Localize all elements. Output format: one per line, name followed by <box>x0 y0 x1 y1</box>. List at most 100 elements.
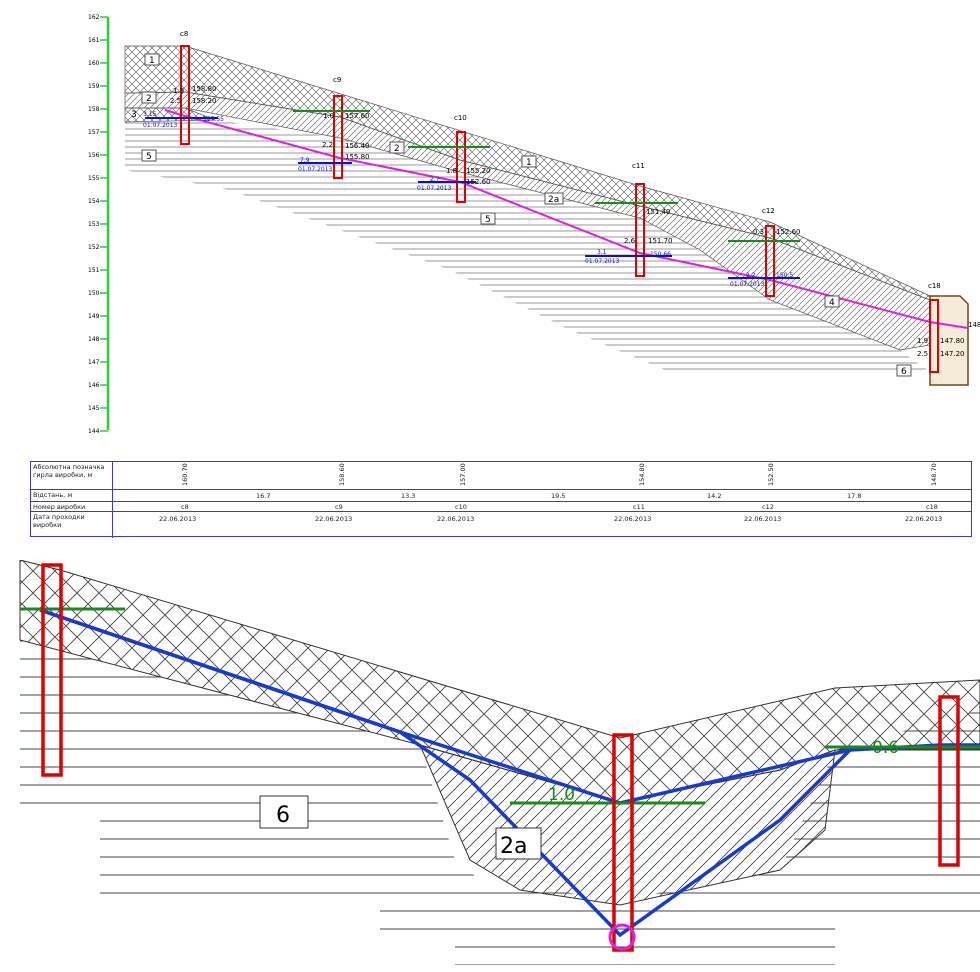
svg-text:01.07.2013: 01.07.2013 <box>298 166 333 173</box>
svg-text:2.2: 2.2 <box>746 272 756 279</box>
svg-text:2: 2 <box>146 94 152 104</box>
svg-text:0.6: 0.6 <box>872 738 899 758</box>
svg-text:1.0: 1.0 <box>323 112 334 120</box>
svg-text:01.07.2013: 01.07.2013 <box>417 185 452 192</box>
layer-5-bedrock <box>125 120 930 372</box>
scale-tick-label: 151 <box>88 267 100 274</box>
elevation-scale: 162 161 160 159 158 157 156 155 154 153 152 151 150 1… <box>88 14 110 435</box>
svg-text:5: 5 <box>485 215 491 225</box>
svg-text:152.60: 152.60 <box>466 178 491 186</box>
svg-text:158.20: 158.20 <box>192 97 217 105</box>
scale-tick-label: 159 <box>88 83 100 90</box>
row-label-distance: Відстань, м <box>31 490 113 501</box>
scale-tick-label: 152 <box>88 244 100 251</box>
svg-text:2а: 2а <box>548 195 559 205</box>
row-label-elevation: Абсолютна позначка гирла виробки, м <box>31 462 113 489</box>
scale-tick-label: 144 <box>88 428 100 435</box>
scale-tick-label: 147 <box>88 359 100 366</box>
svg-text:с10: с10 <box>454 114 467 122</box>
svg-text:1: 1 <box>526 158 532 168</box>
svg-text:2.6: 2.6 <box>624 237 636 245</box>
scale-tick-label: 146 <box>88 382 100 389</box>
svg-text:4: 4 <box>829 298 835 308</box>
blue-flow-line-lower <box>39 608 852 938</box>
scale-tick-label: 157 <box>88 129 100 136</box>
svg-text:с11: с11 <box>632 162 645 170</box>
scale-tick-label: 148 <box>88 336 100 343</box>
svg-text:2.2: 2.2 <box>322 141 333 149</box>
svg-text:148: 148 <box>968 321 980 329</box>
svg-text:с9: с9 <box>333 76 341 84</box>
svg-text:157.60: 157.60 <box>345 112 370 120</box>
layer-topsoil-detail <box>19 560 980 803</box>
svg-text:1: 1 <box>149 56 155 66</box>
scale-tick-label: 149 <box>88 313 100 320</box>
scale-tick-label: 160 <box>88 60 100 67</box>
svg-text:с8: с8 <box>180 30 188 38</box>
well-c8: с8 1.9 158.80 2.5 158.20 3.15 01.07.2013… <box>143 30 224 145</box>
svg-text:155.80: 155.80 <box>345 153 370 161</box>
geological-section: 1621611601591581571561551541531521511501… <box>88 14 980 435</box>
svg-text:151.40: 151.40 <box>646 208 671 216</box>
table-row: Абсолютна позначка гирла виробки, м 160.… <box>31 462 971 490</box>
svg-text:157.55: 157.55 <box>203 116 224 123</box>
scale-tick-label: 153 <box>88 221 100 228</box>
svg-text:150.5: 150.5 <box>776 272 793 279</box>
layer-6-strata <box>20 640 980 965</box>
svg-text:2a: 2a <box>500 834 527 859</box>
detail-well-left <box>41 563 63 777</box>
scale-tick-label: 155 <box>88 175 100 182</box>
svg-text:150.66: 150.66 <box>650 251 671 258</box>
svg-text:5: 5 <box>146 152 152 162</box>
svg-text:3.1: 3.1 <box>597 249 607 256</box>
svg-text:152.60: 152.60 <box>776 228 801 236</box>
well-c18: с18 1.9 147.80 2.5 147.20 148 <box>917 282 980 373</box>
row-label-number: Номер виробки <box>31 502 113 511</box>
svg-text:2.5: 2.5 <box>917 350 928 358</box>
svg-text:0.3: 0.3 <box>753 228 764 236</box>
svg-text:с12: с12 <box>762 207 775 215</box>
table-row: Номер виробки с8 с9 с10 с11 с12 с18 <box>31 502 971 512</box>
scale-tick-label: 162 <box>88 14 100 21</box>
well-c9: с9 1.0 157.60 2.2 156.40 155.80 7.9 01.0… <box>293 76 370 179</box>
svg-text:147.20: 147.20 <box>940 350 965 358</box>
well-c12: с12 0.3 152.60 2.2 150.5 01.07.2013 <box>728 207 801 297</box>
svg-text:2.7: 2.7 <box>430 176 440 183</box>
svg-text:6: 6 <box>276 803 290 828</box>
svg-text:151.70: 151.70 <box>648 237 673 245</box>
table-row: Дата проходки виробки 22.06.2013 22.06.2… <box>31 512 971 538</box>
water-table-profile <box>164 109 969 329</box>
svg-text:3: 3 <box>131 110 137 120</box>
scale-tick-label: 145 <box>88 405 100 412</box>
scale-tick-label: 150 <box>88 290 100 297</box>
scale-tick-label: 161 <box>88 37 100 44</box>
svg-text:1.8: 1.8 <box>446 167 457 175</box>
well-c11: с11 151.40 2.6 151.70 3.1 150.66 01.07.2… <box>585 162 678 277</box>
svg-text:155.20: 155.20 <box>466 167 491 175</box>
svg-text:01.07.2013: 01.07.2013 <box>730 281 765 288</box>
layer-labels: 1 2 3 5 2 1 2а 5 4 6 <box>131 53 912 377</box>
scale-tick-label: 154 <box>88 198 100 205</box>
svg-text:158.80: 158.80 <box>192 85 217 93</box>
svg-text:01.07.2013: 01.07.2013 <box>585 258 620 265</box>
svg-text:156.40: 156.40 <box>345 142 370 150</box>
svg-text:с18: с18 <box>928 282 941 290</box>
row-label-date: Дата проходки виробки <box>31 512 113 538</box>
scale-tick-label: 158 <box>88 106 100 113</box>
svg-text:6: 6 <box>901 367 907 377</box>
svg-text:147.80: 147.80 <box>940 337 965 345</box>
svg-text:3.15: 3.15 <box>143 111 157 118</box>
well-c10: с10 1.8 155.20 152.60 2.7 01.07.2013 <box>408 114 491 203</box>
table-row: Відстань, м 16.7 13.3 19.5 14.2 17.8 <box>31 490 971 502</box>
detail-section: 1.0 0.6 6 2a <box>19 560 980 965</box>
detail-profile-point <box>608 923 636 951</box>
svg-text:01.07.2013: 01.07.2013 <box>143 122 178 129</box>
scale-tick-label: 156 <box>88 152 100 159</box>
svg-text:2.5: 2.5 <box>170 97 181 105</box>
svg-text:2: 2 <box>394 144 400 154</box>
detail-well-right <box>938 695 960 867</box>
svg-text:1.0: 1.0 <box>548 785 575 805</box>
svg-text:1.9: 1.9 <box>173 87 184 95</box>
boring-data-table: Абсолютна позначка гирла виробки, м 160.… <box>30 461 972 538</box>
svg-text:7.9: 7.9 <box>300 157 310 164</box>
